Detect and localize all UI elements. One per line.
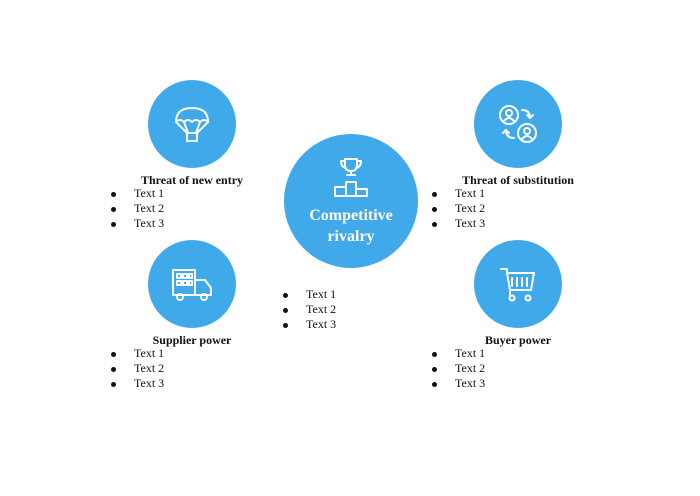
user-swap-icon bbox=[496, 102, 540, 146]
list-item: Text 2 bbox=[111, 201, 164, 216]
new-entry-circle bbox=[148, 80, 236, 168]
competitive-rivalry-bullets: Text 1 Text 2 Text 3 bbox=[283, 287, 336, 332]
list-item: Text 1 bbox=[432, 186, 485, 201]
list-item: Text 2 bbox=[283, 302, 336, 317]
delivery-truck-icon bbox=[169, 264, 215, 304]
shopping-cart-icon bbox=[498, 264, 538, 304]
list-item: Text 3 bbox=[432, 216, 485, 231]
list-item: Text 3 bbox=[111, 216, 164, 231]
parachute-icon bbox=[172, 104, 212, 144]
substitution-bullets: Text 1 Text 2 Text 3 bbox=[432, 186, 485, 231]
substitution-circle bbox=[474, 80, 562, 168]
list-item: Text 3 bbox=[111, 376, 164, 391]
list-item: Text 1 bbox=[111, 346, 164, 361]
competitive-rivalry-title: Competitive rivalry bbox=[309, 207, 393, 245]
competitive-rivalry-circle: Competitive rivalry bbox=[284, 134, 418, 268]
list-item: Text 2 bbox=[432, 201, 485, 216]
supplier-title: Supplier power bbox=[152, 333, 232, 347]
buyer-bullets: Text 1 Text 2 Text 3 bbox=[432, 346, 485, 391]
new-entry-title: Threat of new entry bbox=[140, 173, 244, 187]
list-item: Text 2 bbox=[111, 361, 164, 376]
substitution-title: Threat of substitution bbox=[462, 173, 574, 187]
list-item: Text 1 bbox=[432, 346, 485, 361]
new-entry-bullets: Text 1 Text 2 Text 3 bbox=[111, 186, 164, 231]
buyer-title: Buyer power bbox=[484, 333, 552, 347]
supplier-bullets: Text 1 Text 2 Text 3 bbox=[111, 346, 164, 391]
list-item: Text 1 bbox=[283, 287, 336, 302]
buyer-circle bbox=[474, 240, 562, 328]
list-item: Text 1 bbox=[111, 186, 164, 201]
trophy-podium-icon bbox=[329, 155, 373, 199]
list-item: Text 3 bbox=[432, 376, 485, 391]
list-item: Text 2 bbox=[432, 361, 485, 376]
list-item: Text 3 bbox=[283, 317, 336, 332]
supplier-circle bbox=[148, 240, 236, 328]
